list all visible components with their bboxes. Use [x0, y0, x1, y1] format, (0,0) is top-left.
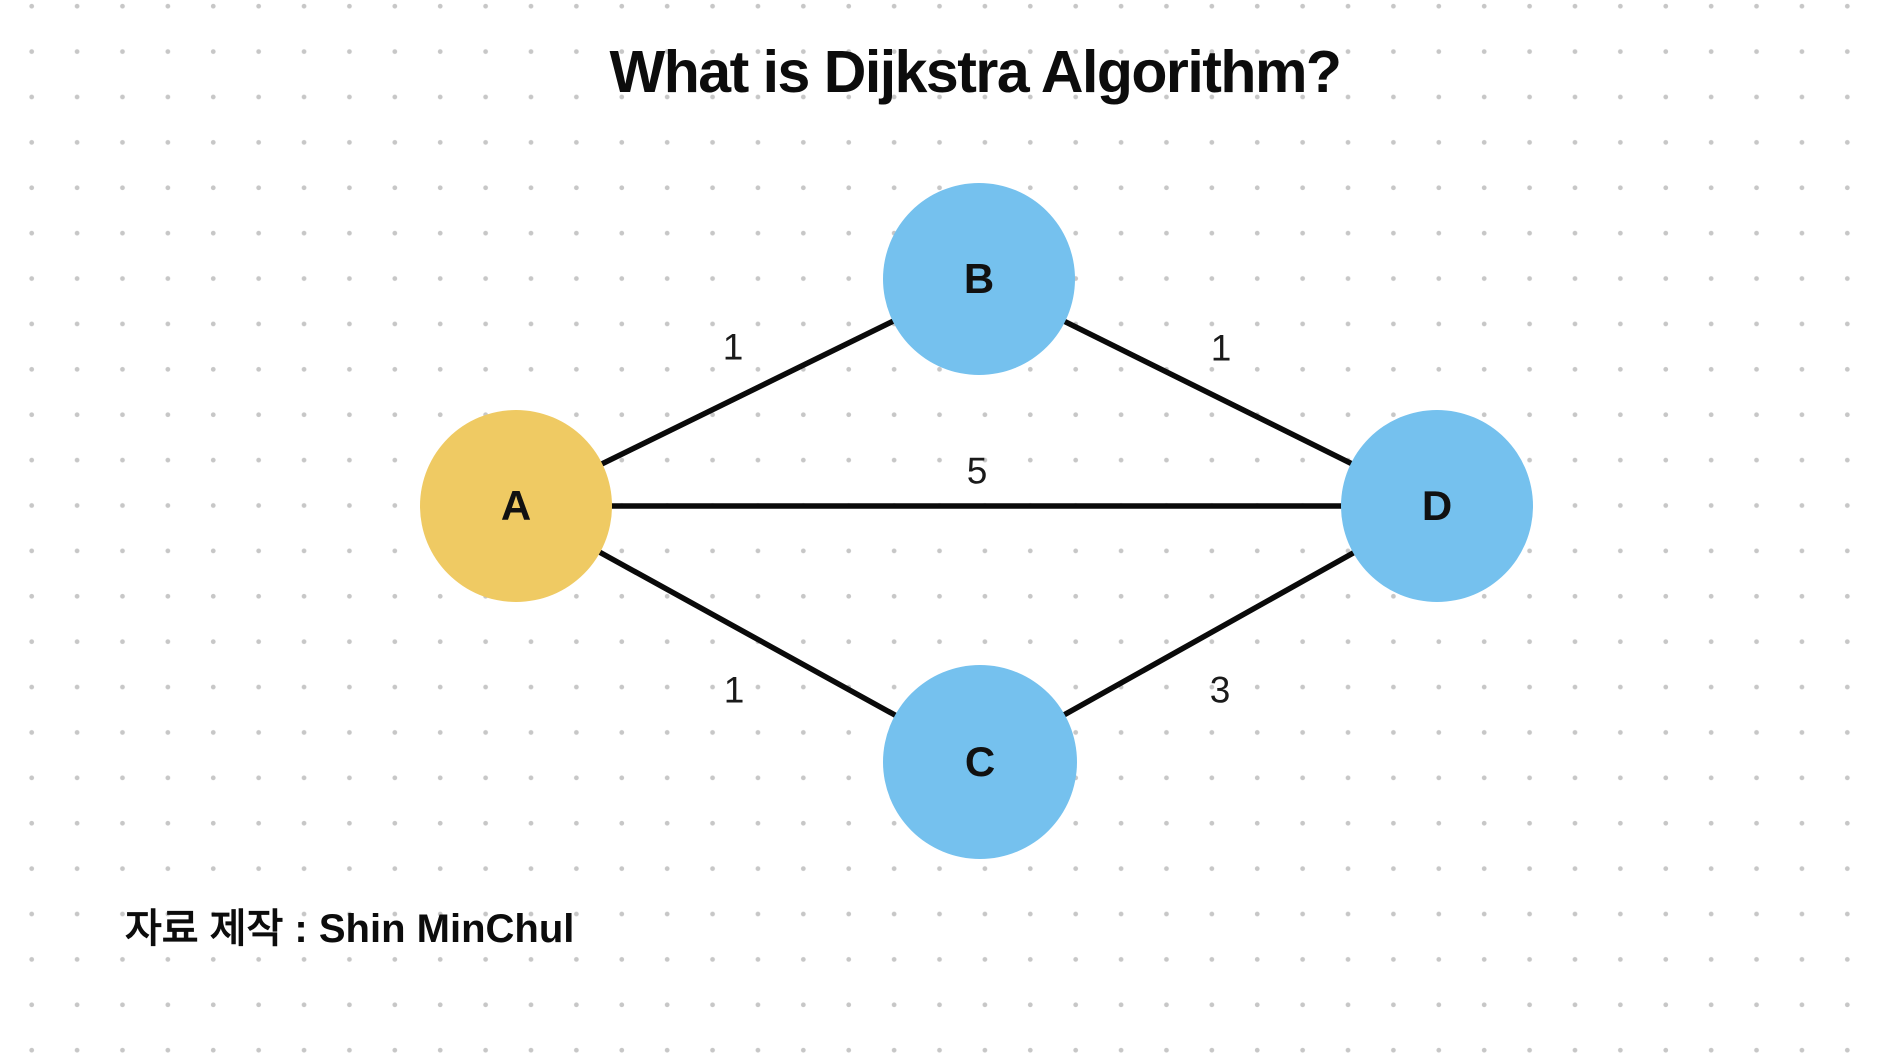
node-label-A: A [500, 482, 532, 529]
graph-node-C: C [883, 665, 1077, 859]
node-label-D: D [1421, 482, 1453, 529]
edge-weight-AB: 1 [722, 326, 744, 368]
edge-weight-BD: 1 [1210, 327, 1232, 369]
edge-weight-CD: 3 [1209, 669, 1231, 711]
node-label-B: B [963, 255, 995, 302]
graph-node-A: A [420, 410, 612, 602]
graph-node-B: B [883, 183, 1075, 375]
credit-text: 자료 제작 : Shin MinChul [125, 907, 575, 951]
graph-node-D: D [1341, 410, 1533, 602]
edge-weight-AC: 1 [723, 669, 745, 711]
node-label-C: C [964, 738, 996, 785]
page-title: What is Dijkstra Algorithm? [609, 39, 1342, 105]
edge-weight-AD: 5 [966, 450, 988, 492]
